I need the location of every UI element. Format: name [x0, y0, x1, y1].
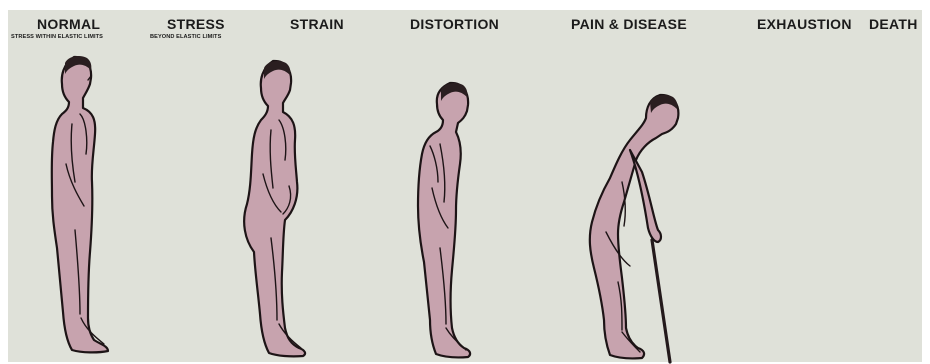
- stage-label-exhaustion: EXHAUSTION: [757, 16, 852, 32]
- bent-figure-with-cane-icon: [582, 92, 702, 364]
- stage-label-pain-disease: PAIN & DISEASE: [571, 16, 687, 32]
- stage-label-distortion: DISTORTION: [410, 16, 499, 32]
- stage-label-normal: NORMAL: [37, 16, 100, 32]
- stage-label-death: DEATH: [869, 16, 918, 32]
- stage-sublabel-stress: BEYOND ELASTIC LIMITS: [150, 34, 221, 40]
- stage-label-strain: STRAIN: [290, 16, 344, 32]
- stage-label-stress: STRESS: [167, 16, 225, 32]
- posture-chart: NORMAL STRESS WITHIN ELASTIC LIMITS STRE…: [8, 10, 922, 362]
- slumped-figure-icon: [406, 80, 492, 360]
- stage-sublabel-normal: STRESS WITHIN ELASTIC LIMITS: [11, 34, 103, 40]
- bloated-figure-icon: [233, 58, 323, 358]
- standing-figure-icon: [36, 54, 112, 356]
